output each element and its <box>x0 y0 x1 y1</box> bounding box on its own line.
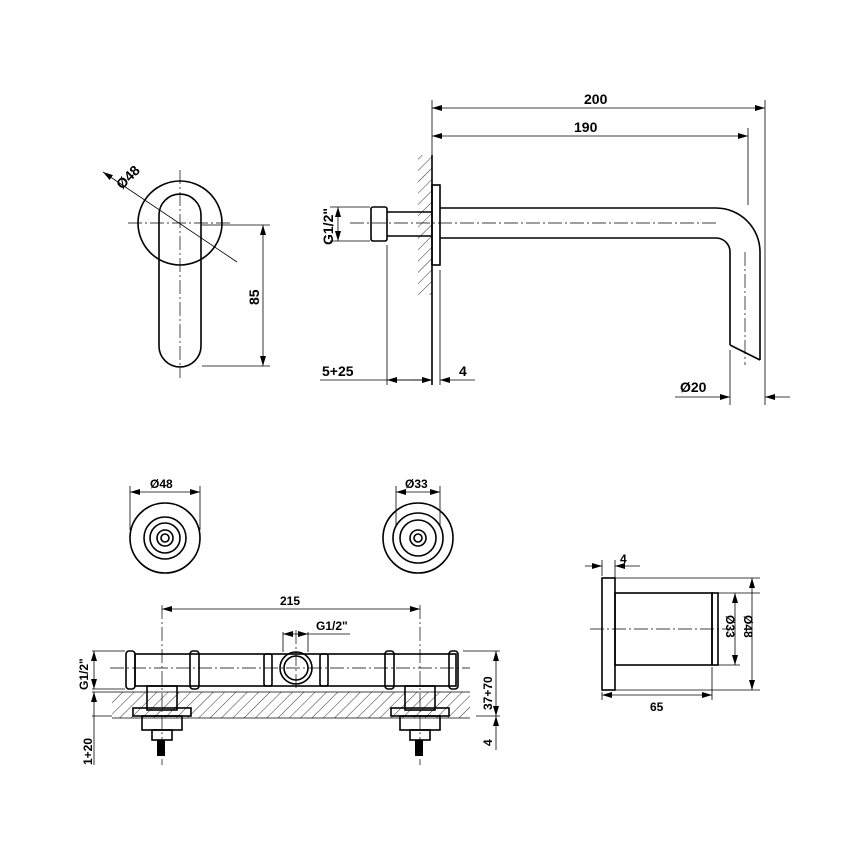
handle-front-view: Ø48 85 <box>102 162 270 378</box>
rosette-right: Ø33 <box>382 477 454 574</box>
spout-thread-label: G1/2" <box>320 208 336 245</box>
rosette-right-diameter-label: Ø33 <box>405 477 428 491</box>
handle-side-view: 4 65 Ø33 Ø48 <box>585 552 760 714</box>
side-outer-diameter-label: Ø48 <box>741 615 755 638</box>
side-plate-label: 4 <box>620 552 627 566</box>
manifold-plate-label: 4 <box>481 739 495 746</box>
manifold-side-thread-label: G1/2" <box>77 658 91 690</box>
outlet-diameter-label: Ø20 <box>680 379 707 395</box>
handle-diameter-label: Ø48 <box>113 162 143 192</box>
rosette-left-diameter-label: Ø48 <box>150 477 173 491</box>
total-length-label: 200 <box>584 91 608 107</box>
rosette-left: Ø48 <box>129 477 201 574</box>
manifold-spacing-label: 215 <box>280 594 300 608</box>
side-inner-diameter-label: Ø33 <box>723 615 737 638</box>
manifold-depth-range-label: 37+70 <box>481 676 495 710</box>
wall-range-label: 5+25 <box>322 363 354 379</box>
manifold-view: 215 G1/2" G1/2" 1+20 37+70 4 <box>77 594 500 765</box>
spout-length-label: 190 <box>574 119 598 135</box>
flange-label: 4 <box>459 363 467 379</box>
spout-side-view: 200 190 G1/2" 5+25 4 Ø20 <box>320 91 790 405</box>
manifold-inlet-thread-label: G1/2" <box>316 619 348 633</box>
manifold-lower-range-label: 1+20 <box>81 738 95 765</box>
side-depth-label: 65 <box>650 700 664 714</box>
handle-height-label: 85 <box>246 289 262 305</box>
